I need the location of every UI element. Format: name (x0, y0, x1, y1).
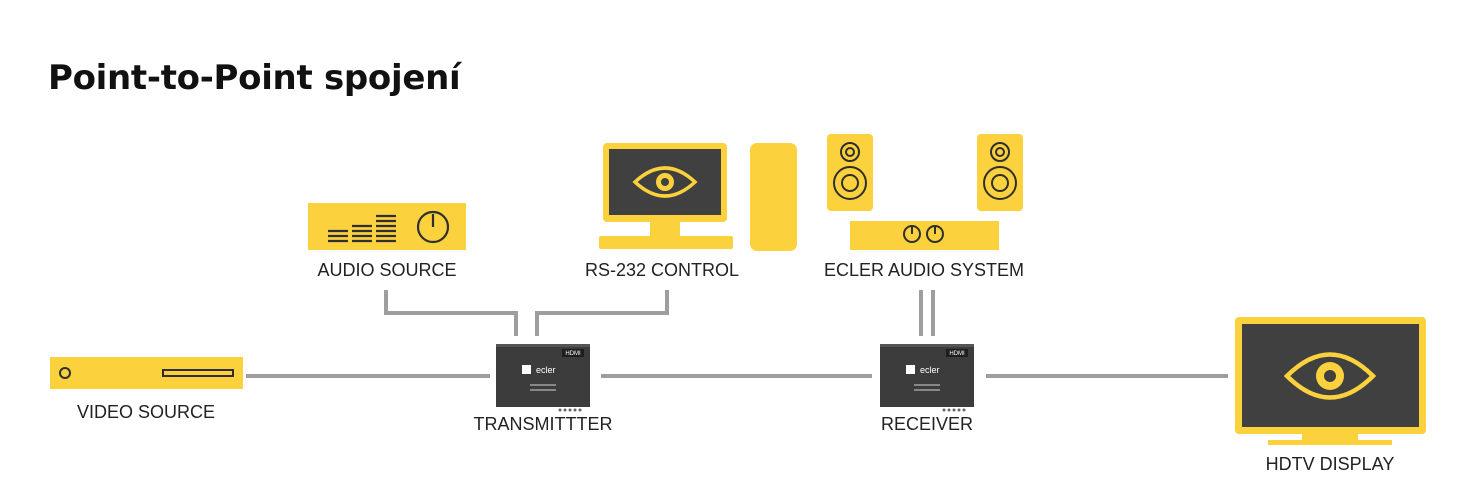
disc-slot-icon (162, 369, 234, 377)
hdtv-display-device (1235, 317, 1426, 445)
hdmi-logo-tx: HDMI (565, 351, 581, 357)
ecler-logo-icon (522, 365, 531, 374)
eye-icon (632, 166, 698, 198)
rs232-control-label: RS-232 CONTROL (585, 260, 739, 280)
receiver-device: HDMI ecler (880, 344, 974, 412)
hdtv-display-label: HDTV DISPLAY (1266, 454, 1395, 474)
volume-knob-icon (416, 210, 450, 244)
hdmi-logo-rx: HDMI (949, 351, 965, 357)
computer-tower (750, 143, 797, 251)
ecler-brand-tx: ecler (536, 365, 556, 375)
line-rs232-to-transmitter (535, 290, 669, 336)
speaker-right-icon (977, 134, 1023, 211)
speaker-left-icon (827, 134, 873, 211)
video-source-label: VIDEO SOURCE (77, 402, 215, 422)
receiver-label: RECEIVER (881, 414, 973, 434)
ecler-audio-system (827, 134, 1023, 250)
connection-lines (246, 290, 1228, 378)
amplifier-icon (850, 221, 999, 250)
page-title: Point-to-Point spojení (48, 58, 461, 98)
ecler-brand-rx: ecler (920, 365, 940, 375)
ecler-logo-icon (906, 365, 915, 374)
audio-source-label: AUDIO SOURCE (317, 260, 456, 280)
video-source-device (50, 357, 243, 389)
ecler-audio-system-label: ECLER AUDIO SYSTEM (824, 260, 1024, 280)
power-button-icon (59, 367, 71, 379)
transmitter-label: TRANSMITTTER (474, 414, 613, 434)
rs232-computer (599, 143, 797, 251)
audio-level-icon (328, 214, 396, 243)
eye-icon (1283, 352, 1377, 400)
line-audio-source-to-transmitter (384, 290, 518, 336)
audio-source-device (308, 203, 466, 250)
transmitter-device: HDMI ecler (496, 344, 590, 412)
